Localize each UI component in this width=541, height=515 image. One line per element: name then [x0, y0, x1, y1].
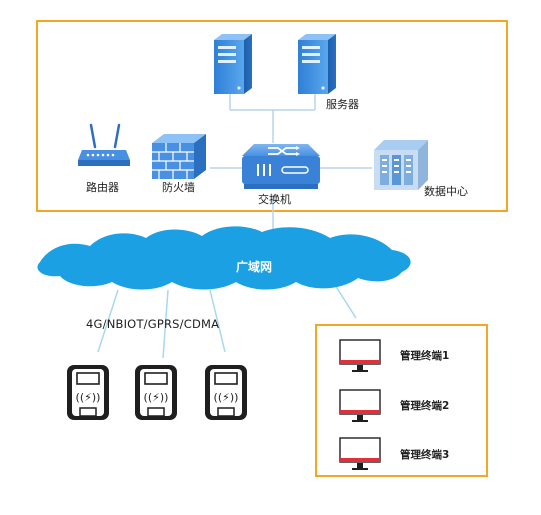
svg-text:((⚡)): ((⚡)): [76, 391, 101, 404]
wan-links: [97, 284, 357, 359]
server-icon: [298, 34, 336, 94]
switch-label: 交换机: [258, 193, 291, 206]
terminal-label-3: 管理终端3: [400, 449, 450, 461]
terminal-label-2: 管理终端2: [400, 400, 450, 412]
router-label: 路由器: [86, 181, 119, 194]
firewall-label: 防火墙: [162, 181, 195, 194]
svg-text:((⚡)): ((⚡)): [214, 391, 239, 404]
wan-label: 广域网: [236, 260, 273, 274]
server-icon: [214, 34, 252, 94]
terminal-label-1: 管理终端1: [400, 350, 450, 362]
charger-icon: ((⚡)): [135, 365, 177, 420]
charger-icon: ((⚡)): [67, 365, 109, 420]
charger-icon: ((⚡)): [205, 365, 247, 420]
datacenter-icon: [374, 140, 428, 190]
top-links: [210, 93, 372, 240]
protocol-label: 4G/NBIOT/GPRS/CDMA: [86, 317, 220, 331]
datacenter-frame: [36, 20, 508, 212]
server-label: 服务器: [326, 98, 359, 111]
cloud-icon: [37, 226, 411, 290]
monitor-icon: [339, 389, 381, 422]
switch-icon: [242, 144, 320, 189]
monitor-icon: [339, 339, 381, 372]
svg-text:((⚡)): ((⚡)): [144, 391, 169, 404]
router-icon: [78, 123, 130, 166]
monitor-icon: [339, 437, 381, 470]
terminals-frame: [315, 324, 488, 477]
firewall-icon: [152, 134, 206, 179]
datacenter-label: 数据中心: [424, 185, 468, 198]
